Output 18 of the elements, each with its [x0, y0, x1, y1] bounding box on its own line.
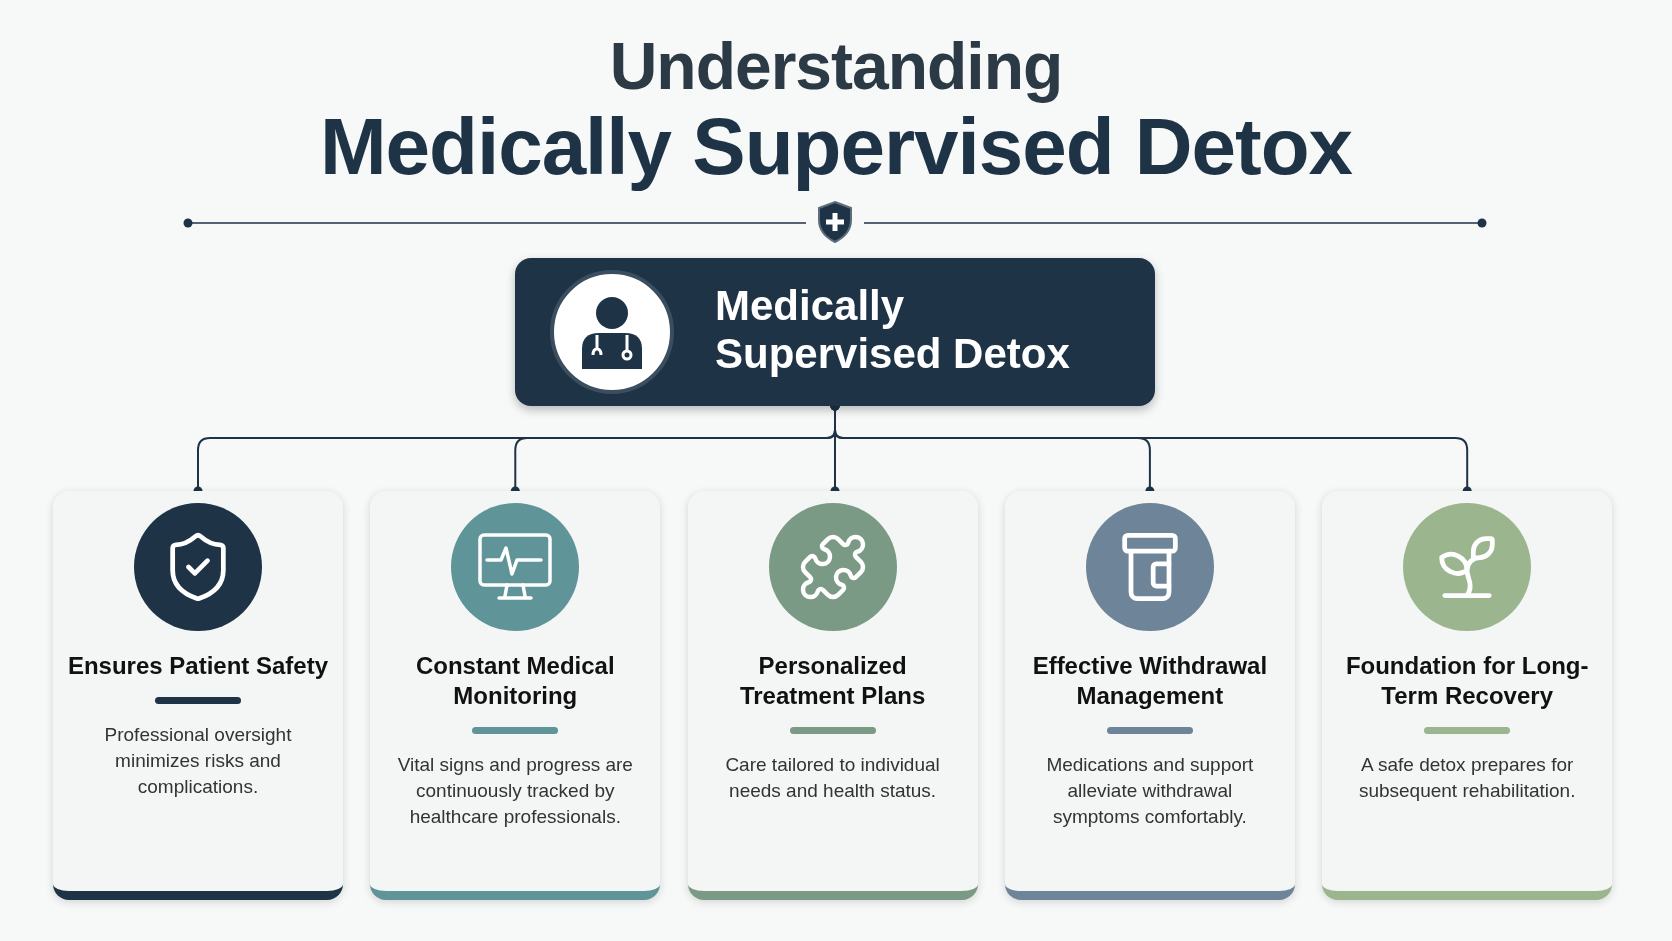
- title: Understanding Medically Supervised Detox: [318, 30, 1354, 191]
- benefit-card: [687, 491, 978, 900]
- card-description: A safe detox prepares for subsequent rehabilitation.: [1357, 753, 1577, 804]
- card-heading: Effective Withdrawal Management: [1031, 651, 1269, 711]
- benefit-card: [53, 491, 343, 900]
- card-heading: Constant Medical Monitoring: [414, 651, 616, 711]
- card-description: Professional oversight minimizes risks and complications.: [103, 723, 293, 800]
- card-description: Care tailored to individual needs and health status.: [724, 753, 941, 804]
- card-heading: Foundation for Long-Term Recovery: [1344, 651, 1590, 711]
- benefit-card: [1322, 491, 1613, 900]
- benefit-card: [370, 491, 661, 900]
- card-description: Vital signs and progress are continuously tracked by healthcare professionals.: [396, 753, 634, 830]
- benefit-card: [1004, 491, 1295, 900]
- main-heading: Medically Supervised Detox: [715, 282, 1071, 379]
- card-heading: Personalized Treatment Plans: [738, 651, 927, 711]
- card-description: Medications and support alleviate withdrawal symptoms comfortably.: [1045, 753, 1255, 830]
- main-box: [515, 258, 1155, 406]
- card-heading: Ensures Patient Safety: [66, 651, 330, 681]
